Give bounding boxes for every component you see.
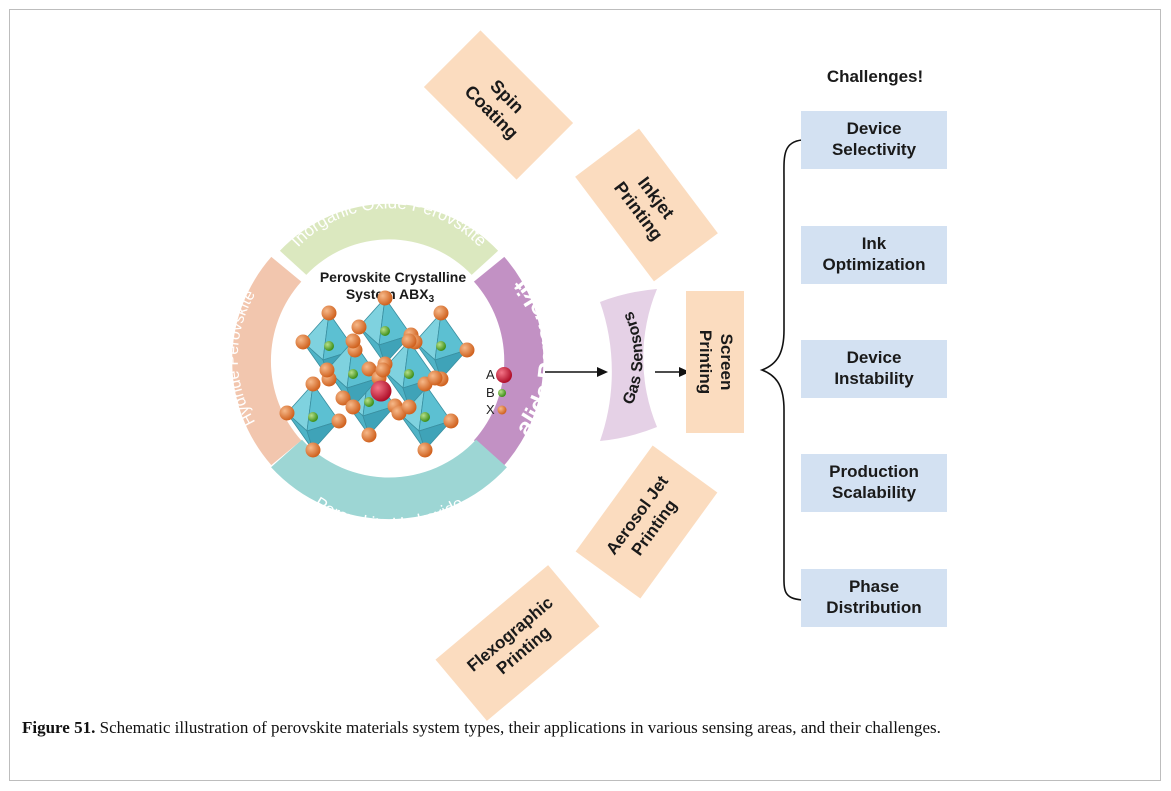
- x-ion: [319, 362, 335, 378]
- a-ion: [370, 380, 392, 402]
- x-ion: [351, 319, 367, 335]
- x-ion: [459, 342, 475, 358]
- figure-caption: Figure 51. Schematic illustration of per…: [22, 717, 1132, 739]
- x-ion: [377, 290, 393, 306]
- crystal-structure-illustration: [279, 290, 475, 458]
- ring-segment-inorganic-oxide: [279, 203, 499, 275]
- b-ion: [308, 412, 318, 422]
- b-ion: [348, 369, 358, 379]
- challenges-brace: [759, 139, 803, 601]
- figure-frame: [9, 9, 1161, 781]
- x-ion: [401, 333, 417, 349]
- arrow-to-gas-sensors: [545, 367, 608, 377]
- ring-segment-halide: [473, 256, 544, 466]
- x-ion: [427, 370, 443, 386]
- legend-marker-x: [497, 405, 507, 415]
- octahedron-face: [418, 420, 453, 451]
- x-ion: [279, 405, 295, 421]
- legend-label-b: B: [486, 385, 495, 400]
- crystal-title-line1: Perovskite Crystalline: [320, 269, 467, 285]
- ring-segment-hydride: [232, 256, 302, 466]
- x-ion: [375, 362, 391, 378]
- x-ion: [305, 376, 321, 392]
- x-ion: [295, 334, 311, 350]
- figure-caption-label: Figure 51.: [22, 718, 96, 737]
- b-ion: [380, 326, 390, 336]
- x-ion: [321, 305, 337, 321]
- ion-legend: A B X: [486, 367, 512, 417]
- b-ion: [436, 341, 446, 351]
- legend-marker-b: [498, 389, 506, 397]
- octahedron-face: [434, 349, 469, 380]
- x-ion: [433, 305, 449, 321]
- x-ion: [345, 333, 361, 349]
- b-ion: [420, 412, 430, 422]
- octahedron-face: [306, 420, 341, 451]
- figure-caption-text: Schematic illustration of perovskite mat…: [95, 718, 941, 737]
- x-ion: [417, 442, 433, 458]
- arrow-to-screen-printing: [655, 367, 690, 377]
- challenges-title: Challenges!: [827, 67, 923, 86]
- legend-label-a: A: [486, 367, 495, 382]
- x-ion: [335, 390, 351, 406]
- x-ion: [401, 399, 417, 415]
- x-ion: [331, 413, 347, 429]
- x-ion: [345, 399, 361, 415]
- b-ion: [324, 341, 334, 351]
- b-ion: [364, 397, 374, 407]
- x-ion: [443, 413, 459, 429]
- legend-marker-a: [496, 367, 512, 383]
- x-ion: [305, 442, 321, 458]
- ring-segment-hydroxide: [271, 439, 507, 520]
- octahedron-face: [362, 405, 397, 436]
- b-ion: [404, 369, 414, 379]
- gas-sensors-box: [600, 289, 657, 441]
- legend-label-x: X: [486, 402, 495, 417]
- x-ion: [361, 427, 377, 443]
- x-ion: [361, 361, 377, 377]
